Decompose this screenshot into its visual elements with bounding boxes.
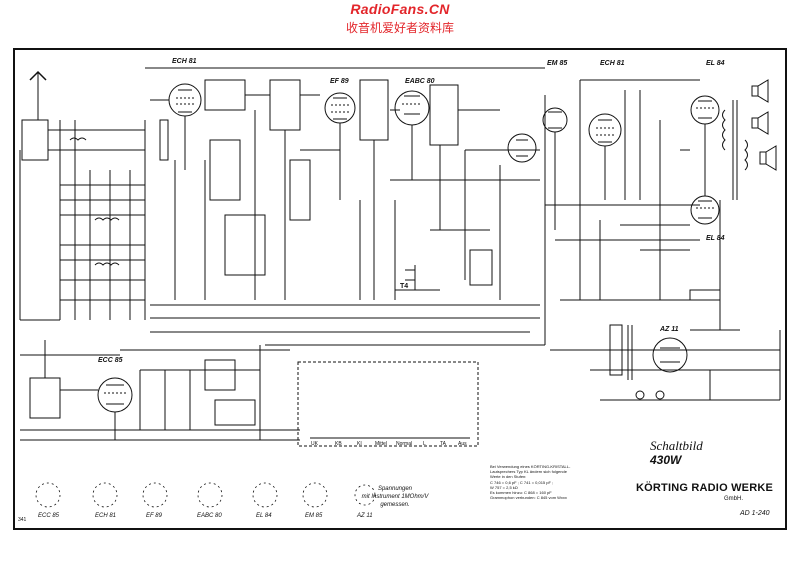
switch-pos-mittel: Mittel bbox=[375, 441, 387, 447]
sheet-mark: 341 bbox=[18, 517, 27, 523]
switch-t4 bbox=[395, 265, 440, 291]
output-transformer bbox=[722, 100, 748, 200]
socket-label-el84: EL 84 bbox=[256, 513, 272, 519]
manufacturer-name: KÖRTING RADIO WERKE bbox=[636, 482, 774, 494]
tube-ef89 bbox=[324, 92, 356, 200]
footnote-line: W 757 = 2,5 kΩ bbox=[490, 484, 518, 490]
switch-pos-aus: Aus bbox=[458, 441, 467, 447]
label-el84-top: EL 84 bbox=[706, 60, 725, 67]
label-ecc85: ECC 85 bbox=[98, 357, 123, 364]
footnote-line: Es kommen hinzu: C 868 = 160 pF bbox=[490, 490, 552, 496]
footnote-line: Bei Verwendung eines KÖRTING-KRISTALL- bbox=[490, 464, 571, 469]
socket-label-em85: EM 85 bbox=[305, 513, 323, 519]
footnote-line: Lautsprechers Typ KL ändern sich folgend… bbox=[490, 469, 567, 475]
power-supply bbox=[550, 324, 781, 401]
footnote: Bei Verwendung eines KÖRTING-KRISTALL- L… bbox=[490, 464, 630, 500]
speakers bbox=[751, 79, 777, 171]
watermark-site: RadioFans.CN bbox=[350, 1, 450, 17]
footnote-line: Werte in den Stufen: bbox=[490, 474, 527, 480]
schaltbild-label: Schaltbild bbox=[650, 438, 703, 453]
switch-pos-ki: KI bbox=[357, 441, 362, 447]
voltage-note-line-2: mit Instrument 1MOhm/V bbox=[361, 494, 429, 500]
tube-el84-top bbox=[690, 95, 720, 125]
rf-input-section bbox=[19, 119, 146, 321]
socket-label-ecc85: ECC 85 bbox=[38, 513, 60, 519]
document-number: AD 1-240 bbox=[740, 510, 770, 517]
tube-ech81-left bbox=[150, 83, 202, 170]
socket-label-ech81: ECH 81 bbox=[95, 513, 117, 519]
company-suffix: GmbH. bbox=[724, 496, 744, 502]
switch-pos-l: L bbox=[423, 441, 426, 447]
switch-pos-ta: TA bbox=[440, 441, 447, 447]
label-ech81-right: ECH 81 bbox=[600, 60, 625, 67]
voltage-note-line-3: gemessen. bbox=[380, 502, 410, 508]
footnote-line: C 746 = 0,6 pF ; C 741 = 0,015 pF ; bbox=[490, 479, 554, 485]
drawing-frame bbox=[13, 48, 787, 530]
label-el84-bottom: EL 84 bbox=[706, 235, 725, 242]
tube-ecc85 bbox=[97, 377, 133, 440]
tube-em85-top bbox=[542, 107, 568, 230]
label-ef89: EF 89 bbox=[330, 78, 349, 85]
voltage-note-line-1: Spannungen bbox=[377, 486, 413, 492]
band-switch-table bbox=[297, 361, 479, 447]
switch-pos-uk: UK bbox=[311, 441, 318, 447]
label-em85-top: EM 85 bbox=[547, 60, 568, 67]
voltage-note: Spannungen mit Instrument 1MOhm/V gemess… bbox=[360, 485, 430, 509]
footnote-line: Grammophon verbunden: C 845 vom Wxxx bbox=[490, 495, 567, 501]
antenna-symbol bbox=[29, 70, 47, 120]
switch-pos-kb: KB bbox=[335, 441, 342, 447]
socket-label-az11: AZ 11 bbox=[357, 513, 373, 519]
socket-label-eabc80: EABC 80 bbox=[197, 513, 222, 519]
tube-el84-bottom bbox=[690, 195, 720, 225]
tube-eabc80 bbox=[394, 90, 430, 180]
switch-pos-normal: Normal bbox=[396, 441, 413, 447]
label-eabc80: EABC 80 bbox=[405, 78, 435, 85]
model-number: 430W bbox=[650, 453, 682, 467]
label-az11: AZ 11 bbox=[660, 326, 679, 333]
label-t4: T4 bbox=[400, 283, 409, 290]
tube-ech81-right bbox=[588, 113, 622, 200]
watermark-subtitle: 收音机爱好者资料库 bbox=[345, 21, 454, 35]
tube-socket-diagrams bbox=[35, 482, 376, 508]
socket-label-ef89: EF 89 bbox=[146, 513, 162, 519]
label-ech81-left: ECH 81 bbox=[172, 58, 197, 65]
